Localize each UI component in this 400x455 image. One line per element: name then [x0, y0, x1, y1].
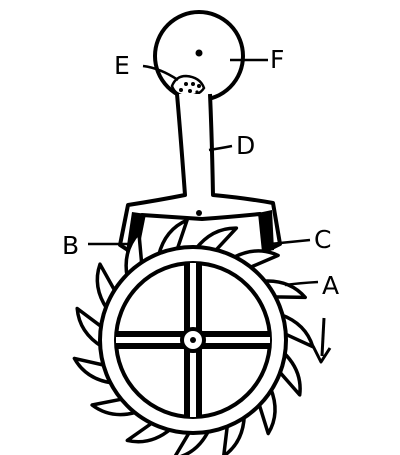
label-c: C [314, 225, 331, 254]
label-e: E [114, 51, 130, 80]
escape-wheel [72, 218, 315, 455]
label-d: D [236, 131, 255, 160]
pallet-c [258, 210, 274, 252]
label-b: B [62, 231, 79, 260]
anchor-arm [118, 93, 282, 254]
wheel-tooth [75, 306, 105, 349]
leader-e [142, 64, 179, 82]
escape-wheel-teeth [72, 218, 315, 455]
leader-c [269, 238, 311, 246]
rotation-arrow [311, 317, 332, 364]
bob-center-hole [195, 49, 203, 57]
leader-a [284, 280, 319, 287]
wheel-tooth [72, 356, 115, 385]
wheel-tooth [156, 218, 189, 258]
leader-lines [88, 58, 319, 287]
pendulum-bob [153, 10, 245, 102]
wheel-tooth [173, 427, 211, 455]
leader-d [208, 144, 233, 152]
anchor-pivot [196, 210, 202, 216]
wheel-tooth [193, 226, 239, 254]
label-f: F [270, 45, 284, 74]
label-a: A [322, 271, 339, 300]
